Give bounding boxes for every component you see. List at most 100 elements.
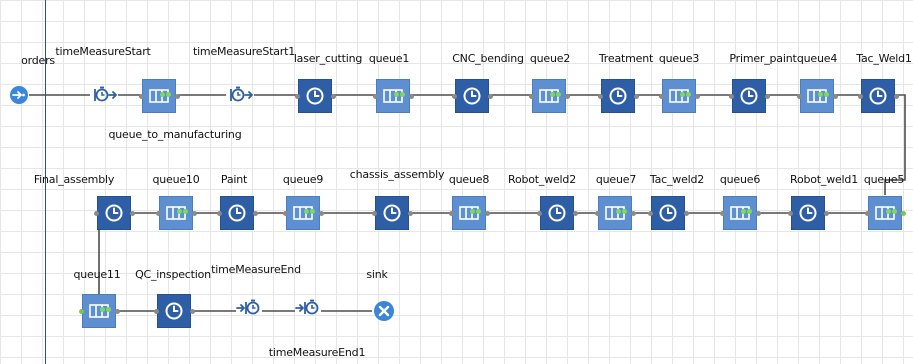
port[interactable] (408, 93, 414, 99)
port[interactable] (372, 93, 378, 99)
port[interactable] (694, 93, 700, 99)
queue2-queue-block[interactable] (532, 79, 566, 113)
port[interactable] (155, 210, 161, 216)
queue6-label: queue6 (719, 173, 761, 186)
port[interactable] (407, 210, 413, 216)
timeMeasureEnd-time-measure-end-icon[interactable] (235, 294, 263, 320)
port[interactable] (787, 210, 793, 216)
clock-icon (221, 197, 253, 229)
port[interactable] (683, 210, 689, 216)
queue5-queue-block[interactable] (868, 196, 902, 230)
status-indicator-icon (176, 199, 188, 218)
port[interactable] (318, 210, 324, 216)
port[interactable] (129, 210, 135, 216)
QC_inspection-delay-block[interactable] (157, 294, 191, 328)
Treatment-delay-block[interactable] (601, 79, 635, 113)
port[interactable] (191, 210, 197, 216)
Paint-delay-block[interactable] (220, 196, 254, 230)
queue4-queue-block[interactable] (800, 79, 834, 113)
port[interactable] (594, 210, 600, 216)
port[interactable] (597, 93, 603, 99)
port[interactable] (755, 210, 761, 216)
queue9-queue-block[interactable] (286, 196, 320, 230)
port[interactable] (857, 93, 863, 99)
QC_inspection-label: QC_inspection (135, 268, 211, 281)
timeMeasureStart-time-measure-start-icon[interactable] (90, 81, 118, 107)
port[interactable] (728, 93, 734, 99)
port[interactable] (138, 93, 144, 99)
queue8-label: queue8 (448, 173, 490, 186)
queue_to_manufacturing-queue-block[interactable] (142, 79, 176, 113)
connector-13 (884, 94, 906, 195)
timeMeasureStart-label: timeMeasureStart (55, 45, 151, 58)
port[interactable] (647, 210, 653, 216)
queue5-label: queue5 (863, 173, 905, 186)
port[interactable] (630, 210, 636, 216)
port[interactable] (658, 93, 664, 99)
status-indicator-icon (303, 199, 315, 218)
clock-icon (158, 295, 190, 327)
port[interactable] (893, 93, 899, 99)
port[interactable] (294, 93, 300, 99)
Robot_weld2-delay-block[interactable] (540, 196, 574, 230)
port[interactable] (78, 308, 84, 314)
port[interactable] (371, 210, 377, 216)
port[interactable] (448, 210, 454, 216)
port[interactable] (484, 210, 490, 216)
port[interactable] (832, 93, 838, 99)
port[interactable] (536, 210, 542, 216)
port[interactable] (900, 210, 906, 216)
clock-icon (862, 80, 894, 112)
queue11-label: queue11 (73, 268, 121, 281)
Tac_weld2-delay-block[interactable] (651, 196, 685, 230)
port[interactable] (572, 210, 578, 216)
port[interactable] (93, 210, 99, 216)
port[interactable] (330, 93, 336, 99)
Robot_weld1-delay-block[interactable] (791, 196, 825, 230)
sink-x-icon[interactable] (373, 300, 395, 322)
clock-icon (376, 197, 408, 229)
port[interactable] (796, 93, 802, 99)
port[interactable] (823, 210, 829, 216)
Primer_paint-delay-block[interactable] (732, 79, 766, 113)
clock-icon (652, 197, 684, 229)
port[interactable] (114, 308, 120, 314)
port[interactable] (719, 210, 725, 216)
laser_cutting-delay-block[interactable] (298, 79, 332, 113)
port[interactable] (153, 308, 159, 314)
port[interactable] (864, 210, 870, 216)
Tac_Weld1-delay-block[interactable] (861, 79, 895, 113)
port[interactable] (174, 93, 180, 99)
port[interactable] (487, 93, 493, 99)
queue7-queue-block[interactable] (598, 196, 632, 230)
timeMeasureStart1-time-measure-start-icon[interactable] (226, 81, 254, 107)
queue3-queue-block[interactable] (662, 79, 696, 113)
timeMeasureEnd-label: timeMeasureEnd (211, 263, 301, 276)
Treatment-label: Treatment (598, 52, 654, 65)
CNC_bending-delay-block[interactable] (455, 79, 489, 113)
queue8-queue-block[interactable] (452, 196, 486, 230)
port[interactable] (252, 210, 258, 216)
chassis_assembly-delay-block[interactable] (375, 196, 409, 230)
clock-icon (299, 80, 331, 112)
port[interactable] (216, 210, 222, 216)
port[interactable] (451, 93, 457, 99)
queue6-queue-block[interactable] (723, 196, 757, 230)
port[interactable] (528, 93, 534, 99)
clock-icon (733, 80, 765, 112)
Final_assembly-delay-block[interactable] (97, 196, 131, 230)
queue1-queue-block[interactable] (376, 79, 410, 113)
port[interactable] (633, 93, 639, 99)
port[interactable] (764, 93, 770, 99)
port[interactable] (282, 210, 288, 216)
queue11-queue-block[interactable] (82, 294, 116, 328)
Primer_paint-label: Primer_paint (729, 52, 797, 65)
orders-source-icon[interactable] (9, 85, 29, 105)
chassis_assembly-label: chassis_assembly (349, 168, 445, 181)
port[interactable] (564, 93, 570, 99)
queue10-queue-block[interactable] (159, 196, 193, 230)
port[interactable] (189, 308, 195, 314)
timeMeasureEnd1-time-measure-end-icon[interactable] (294, 294, 322, 320)
